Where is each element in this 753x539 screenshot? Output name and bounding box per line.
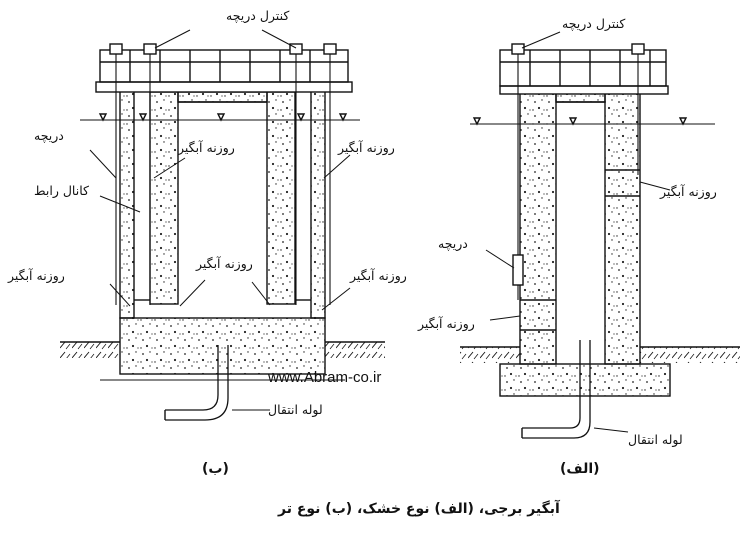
figure-caption: آبگیر برجی، (الف) نوع خشک، (ب) نوع تر (278, 501, 560, 517)
gate-control-label-right: کنترل دریچه (562, 16, 626, 31)
website-url: www.Abram-co.ir (268, 369, 382, 386)
intake-opening-label-left-bottom: روزنه آبگیر (8, 268, 65, 283)
panel-tag-alef: (الف) (560, 461, 600, 477)
gate-control-label-left: کنترل دریچه (226, 8, 290, 23)
wet-type-tower (60, 29, 385, 421)
dry-type-tower (460, 31, 740, 439)
intake-opening-label-left-outer-right: روزنه آبگیر (338, 140, 395, 155)
panel-tag-b: (ب) (202, 461, 229, 477)
gate-label-right: دریچه (438, 236, 468, 251)
intake-opening-label-left-center: روزنه آبگیر (196, 256, 253, 271)
transfer-pipe-label-left: لوله انتقال (268, 402, 323, 417)
transfer-pipe-label-right: لوله انتقال (628, 432, 683, 447)
intake-opening-label-right-top: روزنه آبگیر (660, 184, 717, 199)
connecting-channel-label: کانال رابط (34, 183, 89, 198)
intake-opening-label-right-bottom: روزنه آبگیر (418, 316, 475, 331)
intake-opening-label-left-bottom-right: روزنه آبگیر (350, 268, 407, 283)
gate-label-left: دریچه (34, 128, 64, 143)
intake-opening-label-left-inner: روزنه آبگیر (178, 140, 235, 155)
